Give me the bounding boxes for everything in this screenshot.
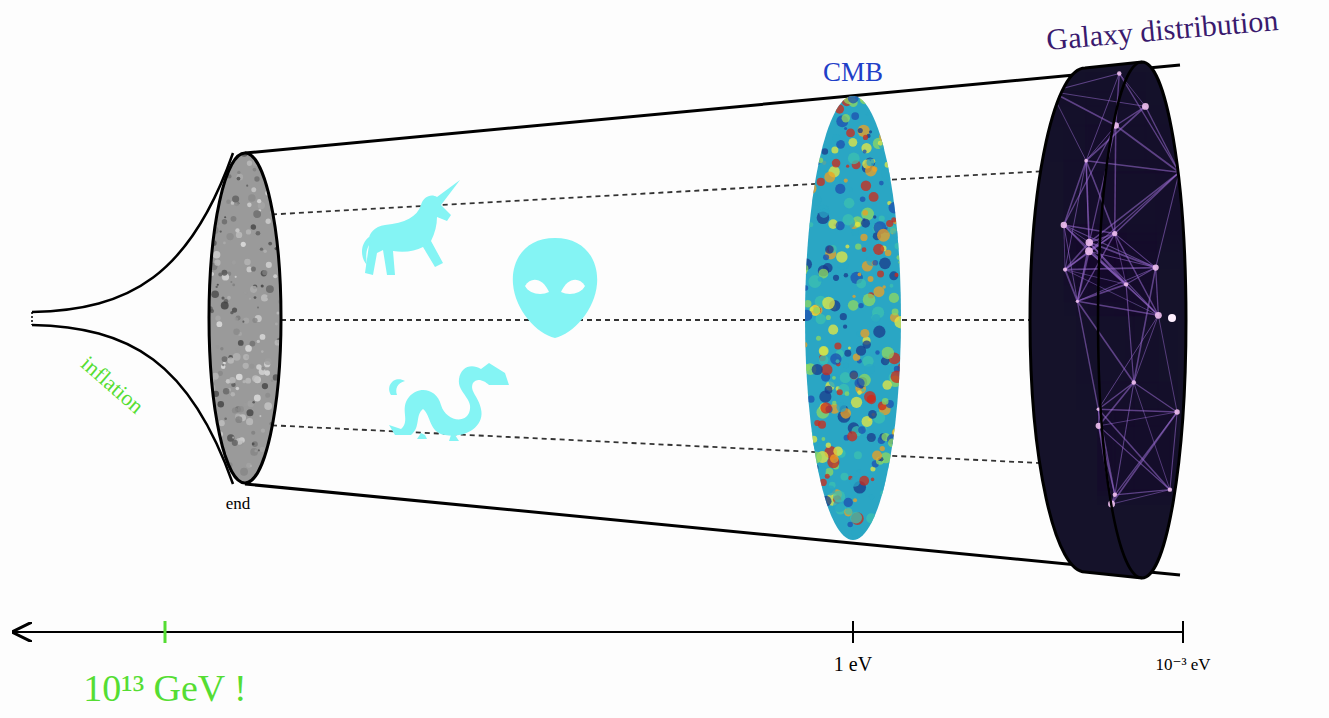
- axis-tick-label: 10⁻³ eV: [1155, 656, 1210, 673]
- axis-tick: [1182, 621, 1184, 643]
- funnel-edge: [32, 153, 233, 312]
- energy-axis: [14, 631, 1183, 633]
- axis-tick-label: 1 eV: [834, 654, 872, 674]
- funnel-edge: [32, 325, 233, 484]
- dashed-guide: [245, 319, 1100, 321]
- unicorn-icon: [362, 180, 460, 275]
- energy-scale-label: 10¹³ GeV !: [83, 669, 247, 707]
- cone-edge: [245, 65, 1180, 153]
- cylinder-outline: [1030, 62, 1186, 578]
- axis-tick: [852, 621, 854, 643]
- funnel-tip: [31, 312, 33, 325]
- inflation-label: inflation: [77, 352, 148, 418]
- cmb-title: CMB: [823, 59, 883, 86]
- dashed-guide: [245, 424, 1100, 466]
- cone-edge: [245, 484, 1180, 575]
- dragon-icon: [389, 363, 509, 441]
- cmb-map: [797, 90, 910, 551]
- cylinder-inner-edge: [1098, 62, 1142, 578]
- galaxy-distribution-cylinder: [1020, 55, 1200, 585]
- end-label: end: [226, 495, 251, 512]
- galaxy-title: Galaxy distribution: [1045, 5, 1279, 55]
- end-inflation-disc: [205, 149, 285, 490]
- disc-outline: [209, 153, 281, 483]
- axis-tick: [164, 621, 167, 643]
- dashed-guide: [245, 168, 1100, 216]
- alien-icon: [513, 238, 597, 338]
